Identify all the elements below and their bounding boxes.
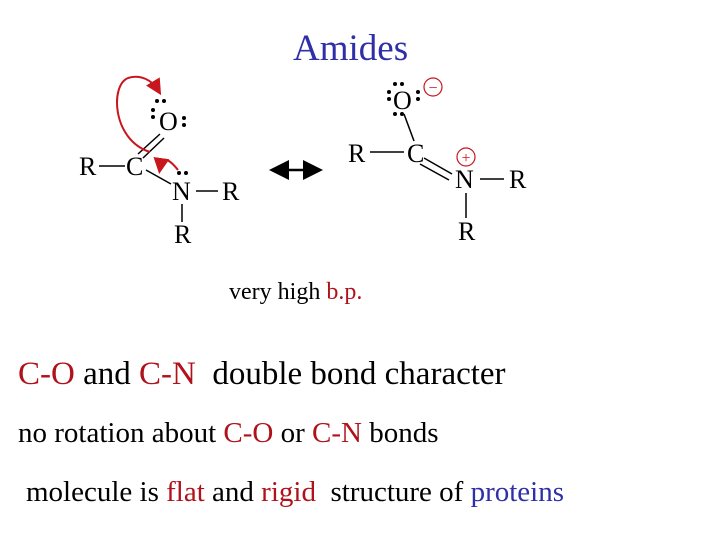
- bullet-no-rotation: no rotation about C-O or C-N bonds: [18, 419, 439, 448]
- left-o-atom: O: [159, 107, 178, 136]
- right-o-lone-pairs: [387, 82, 420, 116]
- left-o-lone-pairs: [151, 99, 186, 127]
- right-cn-bond-a: [423, 157, 453, 175]
- left-n-lone-pair: [177, 171, 188, 175]
- right-c-atom: C: [407, 139, 424, 168]
- positive-charge-icon: +: [456, 147, 476, 167]
- right-co-bond: [403, 113, 415, 142]
- cn-label: C-N: [139, 356, 196, 392]
- left-curved-arrow-inner: [153, 156, 179, 174]
- and-text-2: and: [204, 476, 262, 508]
- boiling-point-note: very high b.p.: [229, 280, 362, 304]
- left-r-substituent: R: [79, 152, 97, 181]
- right-n-r-substituent: R: [509, 165, 527, 194]
- left-n-r-bottom: R: [174, 220, 192, 249]
- left-n-atom: N: [172, 177, 191, 206]
- structure-of-text: structure of: [315, 476, 471, 508]
- rigid-label: rigid: [261, 476, 316, 508]
- bp-prefix: very high: [229, 279, 327, 305]
- bonds-text: bonds: [361, 417, 439, 449]
- co-label: C-O: [18, 356, 75, 392]
- left-n-r-substituent: R: [222, 177, 240, 206]
- right-amide-structure: O C R N R R − +: [348, 77, 527, 246]
- and-text: and: [74, 356, 139, 392]
- left-co-bond-a: [137, 133, 161, 155]
- right-r-substituent: R: [348, 139, 366, 168]
- right-n-r-bottom: R: [458, 217, 476, 246]
- cn-label-2: C-N: [312, 417, 362, 449]
- bullet-double-bond: C-O and C-N double bond character: [18, 358, 506, 391]
- bullet-flat-rigid: molecule is flat and rigid structure of …: [26, 478, 564, 507]
- molecule-text: molecule is: [26, 476, 167, 508]
- left-c-atom: C: [126, 152, 143, 181]
- left-cn-bond: [145, 169, 172, 185]
- left-amide-structure: O C R N R R: [79, 75, 240, 249]
- flat-label: flat: [166, 476, 205, 508]
- bp-highlight: b.p.: [326, 279, 363, 305]
- right-n-atom: N: [455, 165, 474, 194]
- right-cn-bond-b: [419, 163, 450, 181]
- slide-title: Amides: [293, 28, 409, 69]
- or-text: or: [273, 417, 313, 449]
- negative-charge-sign: −: [428, 80, 437, 97]
- proteins-label: proteins: [470, 476, 565, 508]
- no-rotation-text: no rotation about: [18, 417, 224, 449]
- double-bond-text: double bond character: [195, 356, 506, 392]
- left-curved-arrow-outer: [116, 75, 162, 153]
- positive-charge-sign: +: [461, 150, 470, 167]
- right-o-atom: O: [393, 86, 412, 115]
- negative-charge-icon: −: [423, 77, 443, 97]
- left-co-bond-b: [142, 137, 165, 159]
- co-label-2: C-O: [223, 417, 274, 449]
- resonance-diagram: O C R N R R O: [79, 75, 527, 249]
